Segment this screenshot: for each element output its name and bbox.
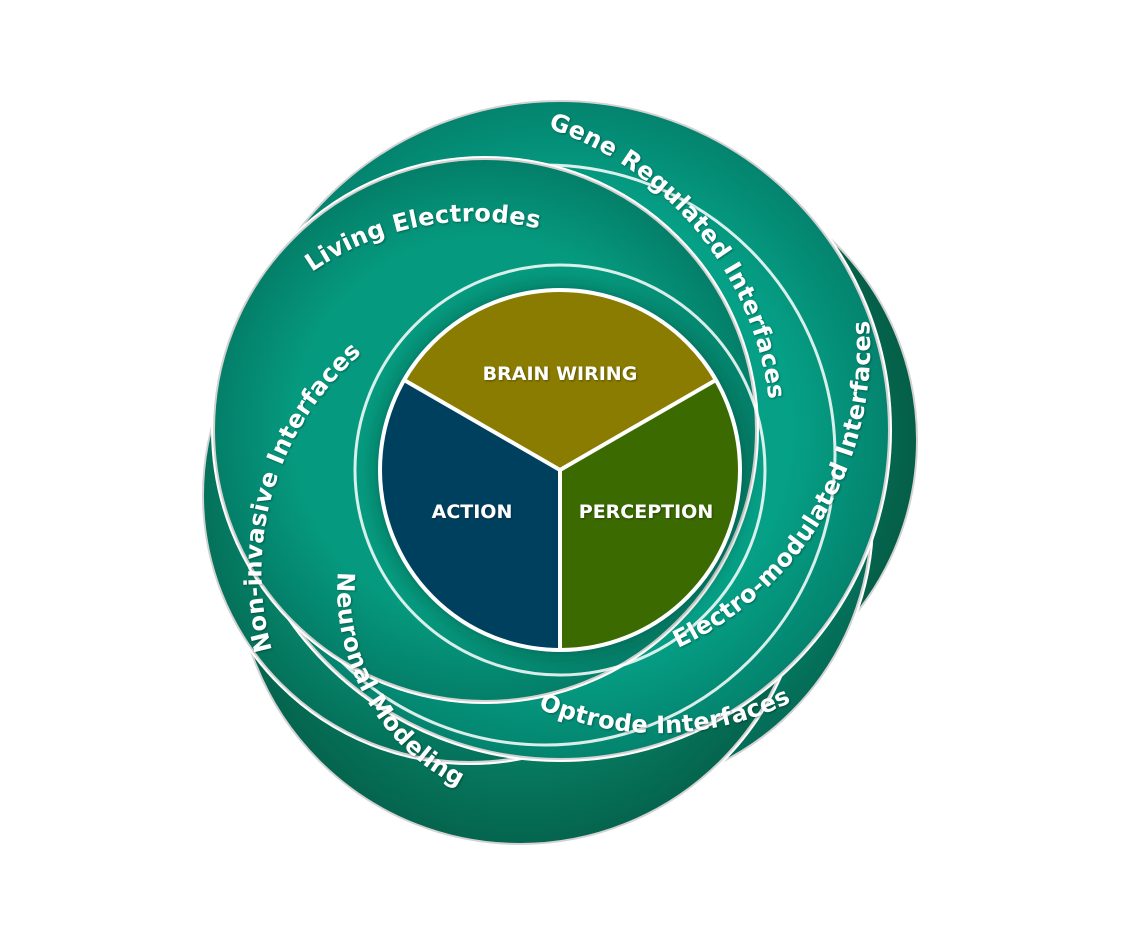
- label-action: ACTION: [432, 501, 513, 523]
- core-border: [378, 288, 742, 652]
- core-divider-line: [403, 378, 561, 472]
- label-perception: PERCEPTION: [579, 501, 713, 523]
- label-brain-wiring: BRAIN WIRING: [483, 363, 638, 385]
- band-divider: [353, 263, 767, 677]
- segment-action[interactable]: [379, 380, 560, 650]
- core-dividers: [378, 288, 742, 652]
- core-divider-line: [559, 378, 717, 472]
- segment-perception[interactable]: [560, 380, 740, 650]
